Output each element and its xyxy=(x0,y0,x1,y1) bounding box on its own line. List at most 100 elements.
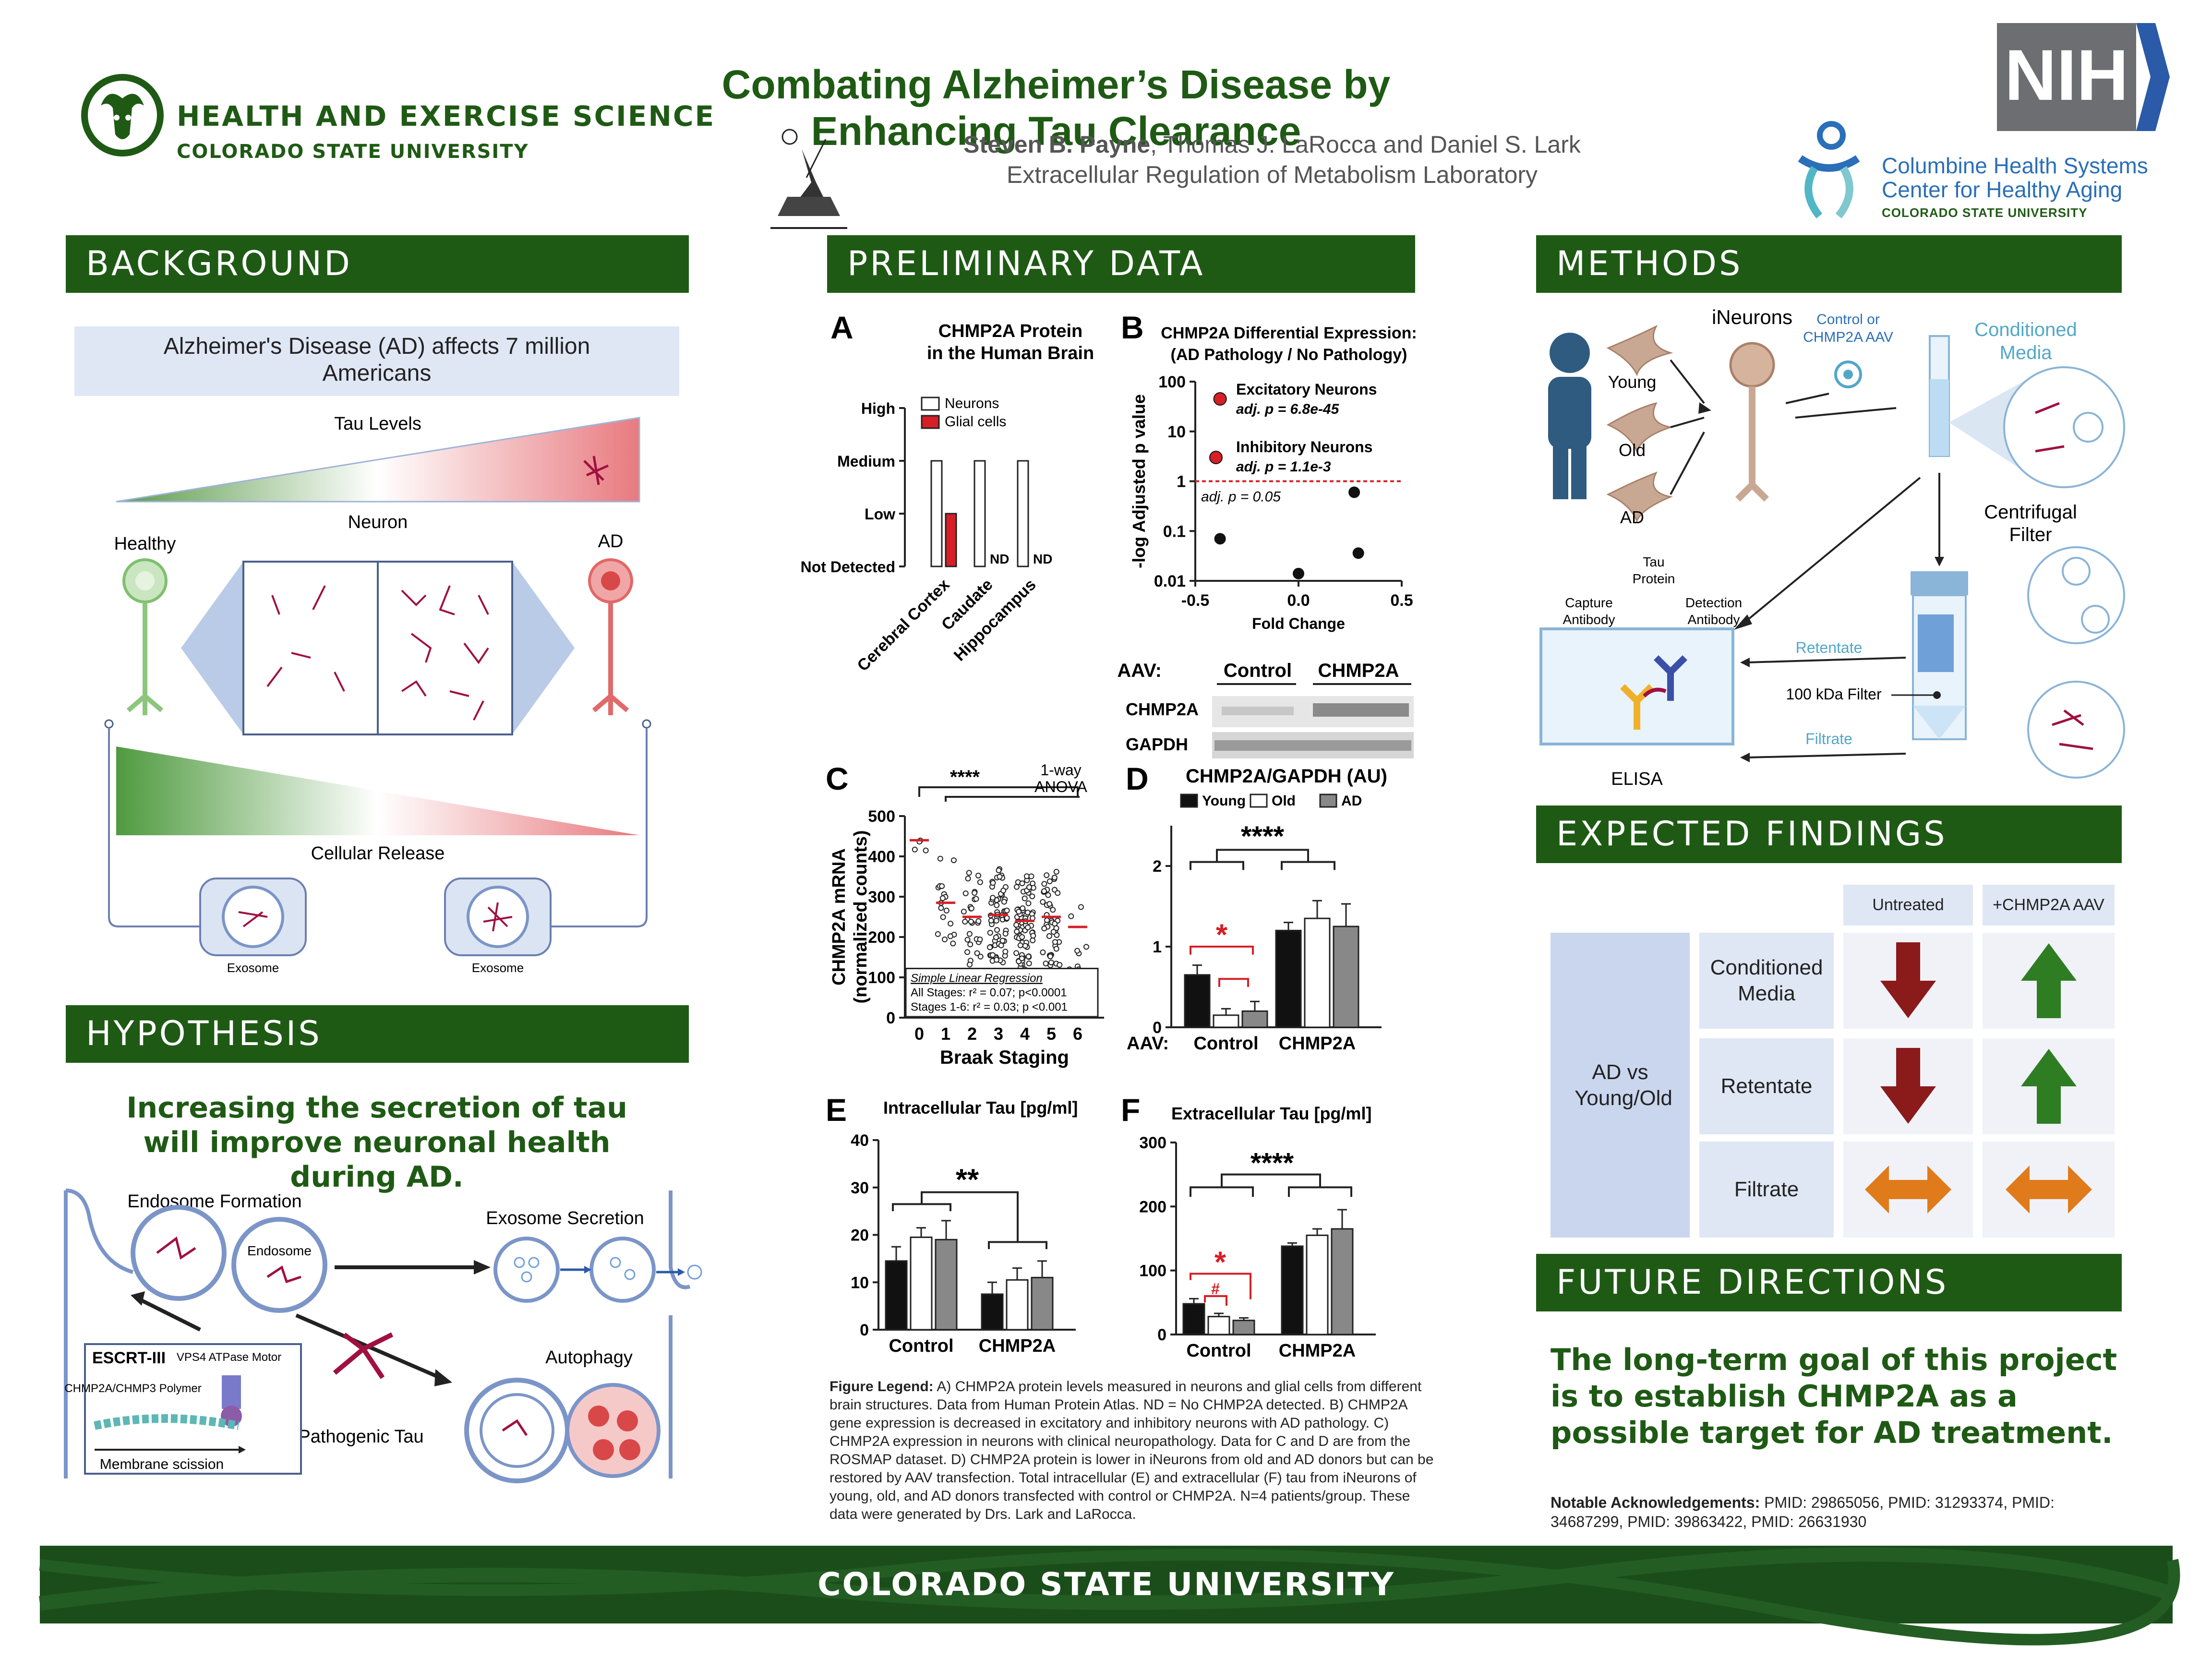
fibroblast-icons xyxy=(1606,325,1673,523)
panel-b-x-tick-label: 0.5 xyxy=(1390,591,1413,610)
blot-control-label: Control xyxy=(1224,660,1292,681)
columbine-name-1: Columbine Health Systems xyxy=(1882,153,2148,178)
panel-c-point xyxy=(950,857,957,864)
panel-e-error-bar xyxy=(1037,1260,1047,1278)
panel-d-group-label: CHMP2A xyxy=(1279,1034,1356,1054)
exosome-label-2: Exosome xyxy=(472,961,524,975)
panel-d-legend-label: AD xyxy=(1341,793,1362,809)
panel-c-point xyxy=(964,937,971,943)
panel-c-point xyxy=(1020,905,1026,912)
panel-c-point xyxy=(947,933,953,939)
footer-bar: COLORADO STATE UNIVERSITY xyxy=(39,1546,2180,1646)
lab-name: Extracellular Regulation of Metabolism L… xyxy=(1006,161,1538,188)
panel-c-point xyxy=(977,879,983,885)
lysosome-icon xyxy=(565,1383,661,1478)
panel-c-point xyxy=(998,942,1004,949)
columbine-logo-icon xyxy=(1781,120,1877,221)
hypothesis-figure: Endosome Formation Endosome Exosome Secr… xyxy=(64,1189,728,1483)
future-statement: The long-term goal of this project is to… xyxy=(1551,1342,2117,1450)
panel-c-y-tick-label: 100 xyxy=(868,969,895,987)
panel-c-point xyxy=(1019,934,1025,940)
panel-c-point xyxy=(948,921,954,927)
panel-c-significance-bracket xyxy=(918,786,1080,802)
panel-c-point xyxy=(977,953,984,960)
down-arrow-icon xyxy=(1880,942,1936,1018)
panel-d-red-bracket xyxy=(1190,946,1254,987)
pathogenic-tau-label: Pathogenic Tau xyxy=(298,1427,423,1447)
panel-b-title-1: CHMP2A Differential Expression: xyxy=(1161,324,1417,342)
expected-header: EXPECTED FINDINGS xyxy=(1536,805,2122,863)
panel-c-y-tick-label: 300 xyxy=(868,888,895,906)
panel-e-y-tick-label: 30 xyxy=(851,1179,869,1197)
panel-f-y-tick-label: 100 xyxy=(1139,1262,1166,1280)
don-quixote-sketch xyxy=(768,120,850,230)
panel-c-point xyxy=(974,950,980,956)
panel-d-error-bar xyxy=(1221,1008,1231,1015)
panel-e-bar xyxy=(935,1238,958,1331)
panel-f-group-label: CHMP2A xyxy=(1279,1341,1356,1361)
panel-d-bar xyxy=(1275,929,1302,1028)
panel-c-point xyxy=(1074,948,1081,954)
blot-aav-label: AAV: xyxy=(1117,660,1162,681)
acknowledgements: Notable Acknowledgements: PMID: 29865056… xyxy=(1551,1493,2088,1531)
panel-c-point xyxy=(1014,928,1020,935)
panel-b-point xyxy=(1293,567,1304,579)
panel-c-letter: C xyxy=(826,761,849,796)
exosome-label-1: Exosome xyxy=(227,961,279,975)
panel-d-legend-swatch xyxy=(1180,793,1198,808)
dept-subtitle: COLORADO STATE UNIVERSITY xyxy=(177,141,529,163)
healthy-tau-panel xyxy=(242,561,379,735)
panel-c-point xyxy=(961,909,967,915)
col-header-untreated: Untreated xyxy=(1843,885,1973,926)
panel-c-point xyxy=(1016,909,1022,915)
panel-f-error-bar xyxy=(1312,1228,1322,1236)
panel-c-point xyxy=(1019,955,1025,962)
panel-d-bar xyxy=(1213,1014,1239,1028)
panel-c-regression-title: Simple Linear Regression xyxy=(911,972,1043,985)
panel-c-point xyxy=(1001,899,1007,905)
panel-c-point xyxy=(1048,959,1054,965)
panel-e-bar xyxy=(910,1236,933,1331)
panel-c-point xyxy=(1028,873,1034,879)
panel-f-bar xyxy=(1331,1228,1354,1335)
panel-c-point xyxy=(1041,926,1047,932)
row-group-label: AD vs Young/Old xyxy=(1551,933,1690,1238)
panel-a-legend-swatch xyxy=(921,415,940,429)
panel-a-y-tick-label: High xyxy=(861,400,895,417)
col-header-aav: +CHMP2A AAV xyxy=(1983,885,2115,926)
panel-e-title: Intracellular Tau [pg/ml] xyxy=(883,1098,1078,1118)
panel-f-hash: # xyxy=(1211,1280,1220,1298)
panel-c-point xyxy=(1004,907,1010,914)
panel-e-error-bar xyxy=(891,1246,901,1261)
panel-c-x-tick-label: 3 xyxy=(994,1024,1003,1044)
panel-a-bar xyxy=(1017,460,1029,567)
panel-a-bar xyxy=(945,513,957,567)
panel-d-error-bar xyxy=(1341,903,1351,926)
panel-b-threshold-label: adj. p = 0.05 xyxy=(1201,489,1281,505)
panel-c-point xyxy=(1057,962,1063,968)
panel-c-point xyxy=(1041,881,1047,887)
panel-c-point xyxy=(1052,939,1058,945)
dept-title: HEALTH AND EXERCISE SCIENCE xyxy=(177,100,716,132)
panel-c-point xyxy=(972,890,978,896)
autophagy-label: Autophagy xyxy=(545,1347,633,1368)
exosome-secretion-label: Exosome Secretion xyxy=(486,1208,644,1228)
western-blot: AAV: Control CHMP2A CHMP2A GAPDH xyxy=(1117,653,1431,758)
panel-d-title: CHMP2A/GAPDH (AU) xyxy=(1186,766,1387,787)
panel-c-point xyxy=(1013,950,1020,956)
panel-c-point xyxy=(988,917,994,924)
detection-label-1: Detection xyxy=(1685,595,1742,610)
panel-c-point xyxy=(1030,933,1036,939)
panel-c-x-label: Braak Staging xyxy=(940,1047,1069,1068)
panel-a-bar xyxy=(930,460,943,567)
panel-d-bar xyxy=(1184,974,1211,1028)
cell-retentate-aav xyxy=(1983,1038,2115,1134)
background-figure: Tau Levels Neuron Healthy AD Cellular Re… xyxy=(66,403,690,984)
blot-chmp2a-label: CHMP2A xyxy=(1318,660,1399,681)
panel-a-y-tick-label: Medium xyxy=(837,453,895,470)
panel-c-point xyxy=(1013,922,1020,928)
panel-c-point xyxy=(1043,961,1049,967)
panel-c-point xyxy=(996,867,1002,874)
